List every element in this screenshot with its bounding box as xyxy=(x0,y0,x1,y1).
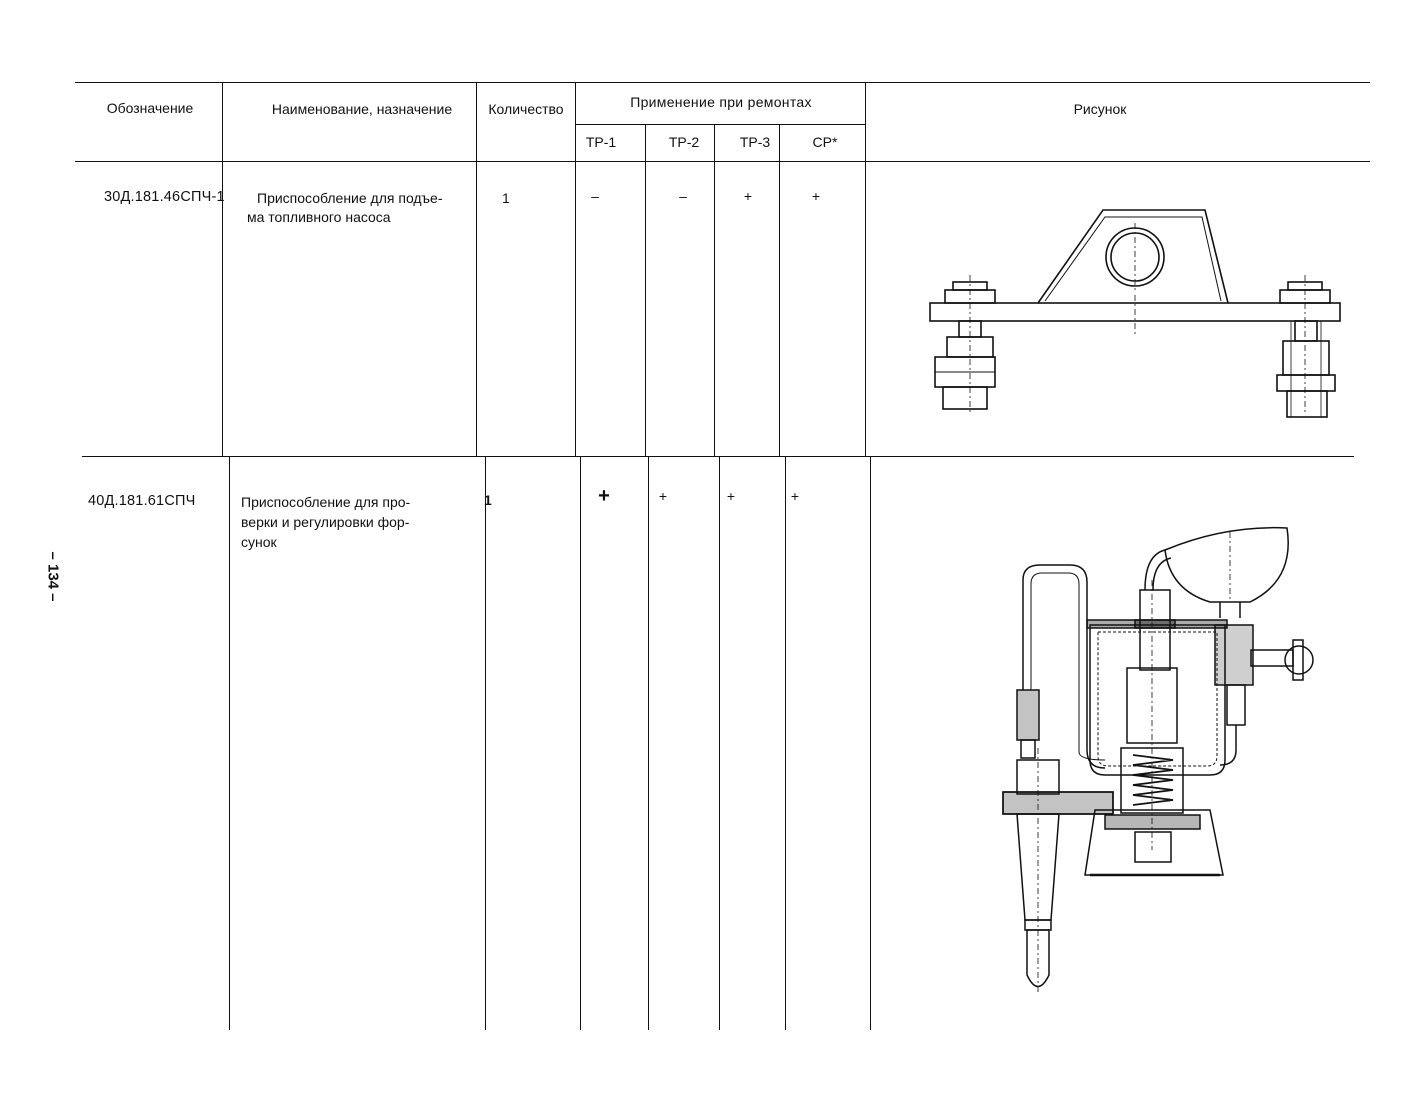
row-tr3-mark: + xyxy=(726,488,736,504)
col-divider-5a xyxy=(714,124,715,457)
row-designation: 40Д.181.61СПЧ xyxy=(88,493,196,509)
row-tr2-mark: – xyxy=(679,188,687,204)
header-bottom-rule xyxy=(75,161,1370,162)
row-sr-mark: + xyxy=(811,188,821,204)
col-divider-2b xyxy=(485,456,486,1030)
col-divider-6a xyxy=(779,124,780,457)
col-divider-4b xyxy=(648,456,649,1030)
header-designation: Обозначение xyxy=(106,100,194,116)
row-tr3-mark: + xyxy=(743,188,753,204)
header-tr1: ТР-1 xyxy=(585,134,617,150)
row-sr-mark: + xyxy=(790,488,800,504)
col-divider-7a xyxy=(865,82,866,457)
col-divider-6b xyxy=(785,456,786,1030)
fuel-pump-lifting-fixture-drawing xyxy=(929,209,1341,418)
col-divider-4a xyxy=(645,124,646,457)
header-figure: Рисунок xyxy=(1073,101,1127,117)
col-divider-1b xyxy=(229,456,230,1030)
row-tr1-mark: + xyxy=(598,485,610,507)
col-divider-1a xyxy=(222,82,223,457)
header-sr: СР* xyxy=(812,134,838,150)
header-name: Наименование, назначение xyxy=(271,101,453,117)
row-designation: 30Д.181.46СПЧ-1 xyxy=(104,189,225,205)
repair-subheader-rule xyxy=(576,124,866,125)
row-tr1-mark: – xyxy=(591,188,599,204)
col-divider-7b xyxy=(870,456,871,1030)
header-repair-group: Применение при ремонтах xyxy=(630,94,812,110)
row-quantity: 1 xyxy=(484,492,492,508)
col-divider-3a xyxy=(575,82,576,457)
col-divider-2a xyxy=(476,82,477,457)
col-divider-5b xyxy=(719,456,720,1030)
header-quantity: Количество xyxy=(488,101,564,117)
row-separator xyxy=(82,456,1354,457)
page-number: – 134 – xyxy=(44,551,62,602)
row-tr2-mark: + xyxy=(658,488,668,504)
row-quantity: 1 xyxy=(502,190,510,206)
row-name-line: Приспособление для подъе- xyxy=(257,190,443,206)
row-name-line: Приспособление для про- xyxy=(241,494,411,510)
header-tr3: ТР-3 xyxy=(739,134,771,150)
col-divider-3b xyxy=(580,456,581,1030)
row-name-line: верки и регулировки фор- xyxy=(241,514,410,530)
top-rule xyxy=(75,82,1370,83)
injector-test-stand-drawing xyxy=(1002,526,1314,995)
header-tr2: ТР-2 xyxy=(668,134,700,150)
row-name-line: ма топливного насоса xyxy=(247,209,391,225)
row-name-line: сунок xyxy=(241,534,277,550)
